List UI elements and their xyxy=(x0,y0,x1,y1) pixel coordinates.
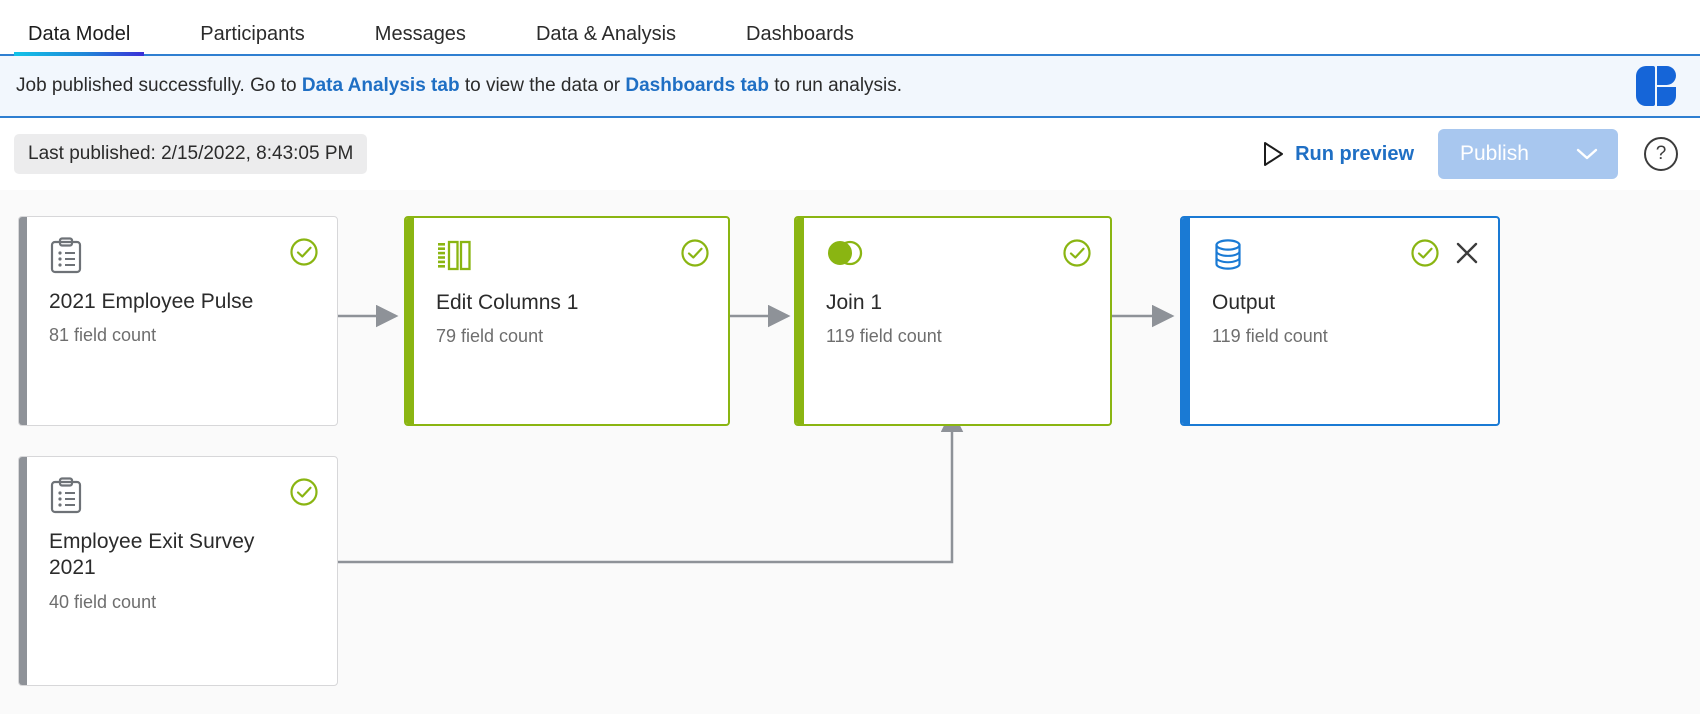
banner-text-before: Job published successfully. Go to xyxy=(16,74,302,96)
node-title: Employee Exit Survey 2021 xyxy=(49,530,255,580)
logo-left-bar xyxy=(1636,66,1655,106)
node-output[interactable]: Output 119 field count xyxy=(1180,216,1500,426)
node-actions xyxy=(680,238,710,268)
tab-participants[interactable]: Participants xyxy=(186,24,335,54)
node-actions xyxy=(289,237,319,267)
node-employee-exit-survey-2021[interactable]: Employee Exit Survey 2021 40 field count xyxy=(18,456,338,686)
node-field-count: 40 field count xyxy=(49,591,157,612)
node-body: Join 1 119 field count xyxy=(804,218,1110,424)
status-complete-icon xyxy=(1411,239,1439,267)
node-title: Output xyxy=(1212,291,1276,314)
main-tab-bar: Data Model Participants Messages Data & … xyxy=(0,0,1700,56)
run-preview-button[interactable]: Run preview xyxy=(1261,141,1414,167)
tab-data-model[interactable]: Data Model xyxy=(14,23,160,56)
node-accent-bar xyxy=(796,218,804,424)
tab-label: Participants xyxy=(200,23,305,45)
help-button[interactable]: ? xyxy=(1644,137,1678,171)
node-field-count: 79 field count xyxy=(436,326,544,347)
edit-columns-icon xyxy=(438,240,471,271)
notification-banner: Job published successfully. Go to Data A… xyxy=(0,56,1700,118)
close-icon[interactable] xyxy=(1454,240,1480,266)
node-field-count: 119 field count xyxy=(1212,326,1328,347)
tab-label: Messages xyxy=(374,23,466,45)
run-preview-label: Run preview xyxy=(1295,142,1414,165)
clipboard-survey-icon xyxy=(50,237,82,274)
last-published-status: Last published: 2/15/2022, 8:43:05 PM xyxy=(14,134,368,174)
node-2021-employee-pulse[interactable]: 2021 Employee Pulse 81 field count xyxy=(18,216,338,426)
chevron-down-icon[interactable] xyxy=(1574,146,1600,162)
banner-message: Job published successfully. Go to Data A… xyxy=(16,75,902,98)
qualtrics-logo-icon xyxy=(1634,64,1678,108)
node-header xyxy=(826,238,1092,280)
node-accent-bar xyxy=(1182,218,1190,424)
status-complete-icon xyxy=(290,478,318,506)
tab-messages[interactable]: Messages xyxy=(361,24,496,54)
link-data-analysis-tab[interactable]: Data Analysis tab xyxy=(301,74,460,96)
clipboard-survey-icon xyxy=(50,477,82,514)
publish-button[interactable]: Publish xyxy=(1438,129,1618,179)
database-icon xyxy=(1215,239,1241,270)
node-edit-columns-1[interactable]: Edit Columns 1 79 field count xyxy=(404,216,730,426)
node-header xyxy=(1212,238,1480,280)
help-label: ? xyxy=(1655,143,1667,164)
node-header xyxy=(436,238,710,280)
node-join-1[interactable]: Join 1 119 field count xyxy=(794,216,1112,426)
node-field-count: 119 field count xyxy=(826,326,942,347)
status-complete-icon xyxy=(681,239,709,267)
pipeline-toolbar: Last published: 2/15/2022, 8:43:05 PM Ru… xyxy=(0,118,1700,190)
node-accent-bar xyxy=(406,218,414,424)
tab-label: Dashboards xyxy=(746,23,854,45)
node-actions xyxy=(289,477,319,507)
link-dashboards-tab[interactable]: Dashboards tab xyxy=(625,74,769,96)
tab-data-and-analysis[interactable]: Data & Analysis xyxy=(522,24,706,54)
node-title: Join 1 xyxy=(826,291,883,314)
node-accent-bar xyxy=(19,217,27,425)
play-icon xyxy=(1264,142,1284,166)
logo-top-right xyxy=(1657,66,1676,85)
node-field-count: 81 field count xyxy=(49,325,157,346)
node-header xyxy=(49,477,319,519)
tab-label: Data & Analysis xyxy=(535,23,677,45)
node-header xyxy=(49,237,319,279)
node-body: 2021 Employee Pulse 81 field count xyxy=(27,217,337,425)
pipeline-canvas[interactable]: 2021 Employee Pulse 81 field count xyxy=(0,190,1700,714)
status-complete-icon xyxy=(290,238,318,266)
node-actions xyxy=(1062,238,1092,268)
node-accent-bar xyxy=(19,457,27,685)
status-complete-icon xyxy=(1063,239,1091,267)
node-title: Edit Columns 1 xyxy=(436,291,579,314)
node-title: 2021 Employee Pulse xyxy=(49,290,254,313)
logo-bottom-right xyxy=(1657,87,1676,106)
connector-exit-to-join xyxy=(338,409,964,564)
node-body: Output 119 field count xyxy=(1190,218,1498,424)
node-actions xyxy=(1410,238,1480,268)
join-venn-icon xyxy=(828,240,863,266)
tab-label: Data Model xyxy=(28,23,131,45)
node-body: Edit Columns 1 79 field count xyxy=(414,218,728,424)
publish-label: Publish xyxy=(1460,142,1529,165)
tab-dashboards[interactable]: Dashboards xyxy=(732,24,884,54)
banner-text-middle: to view the data or xyxy=(459,74,626,96)
banner-text-after: to run analysis. xyxy=(768,74,903,96)
node-body: Employee Exit Survey 2021 40 field count xyxy=(27,457,337,685)
